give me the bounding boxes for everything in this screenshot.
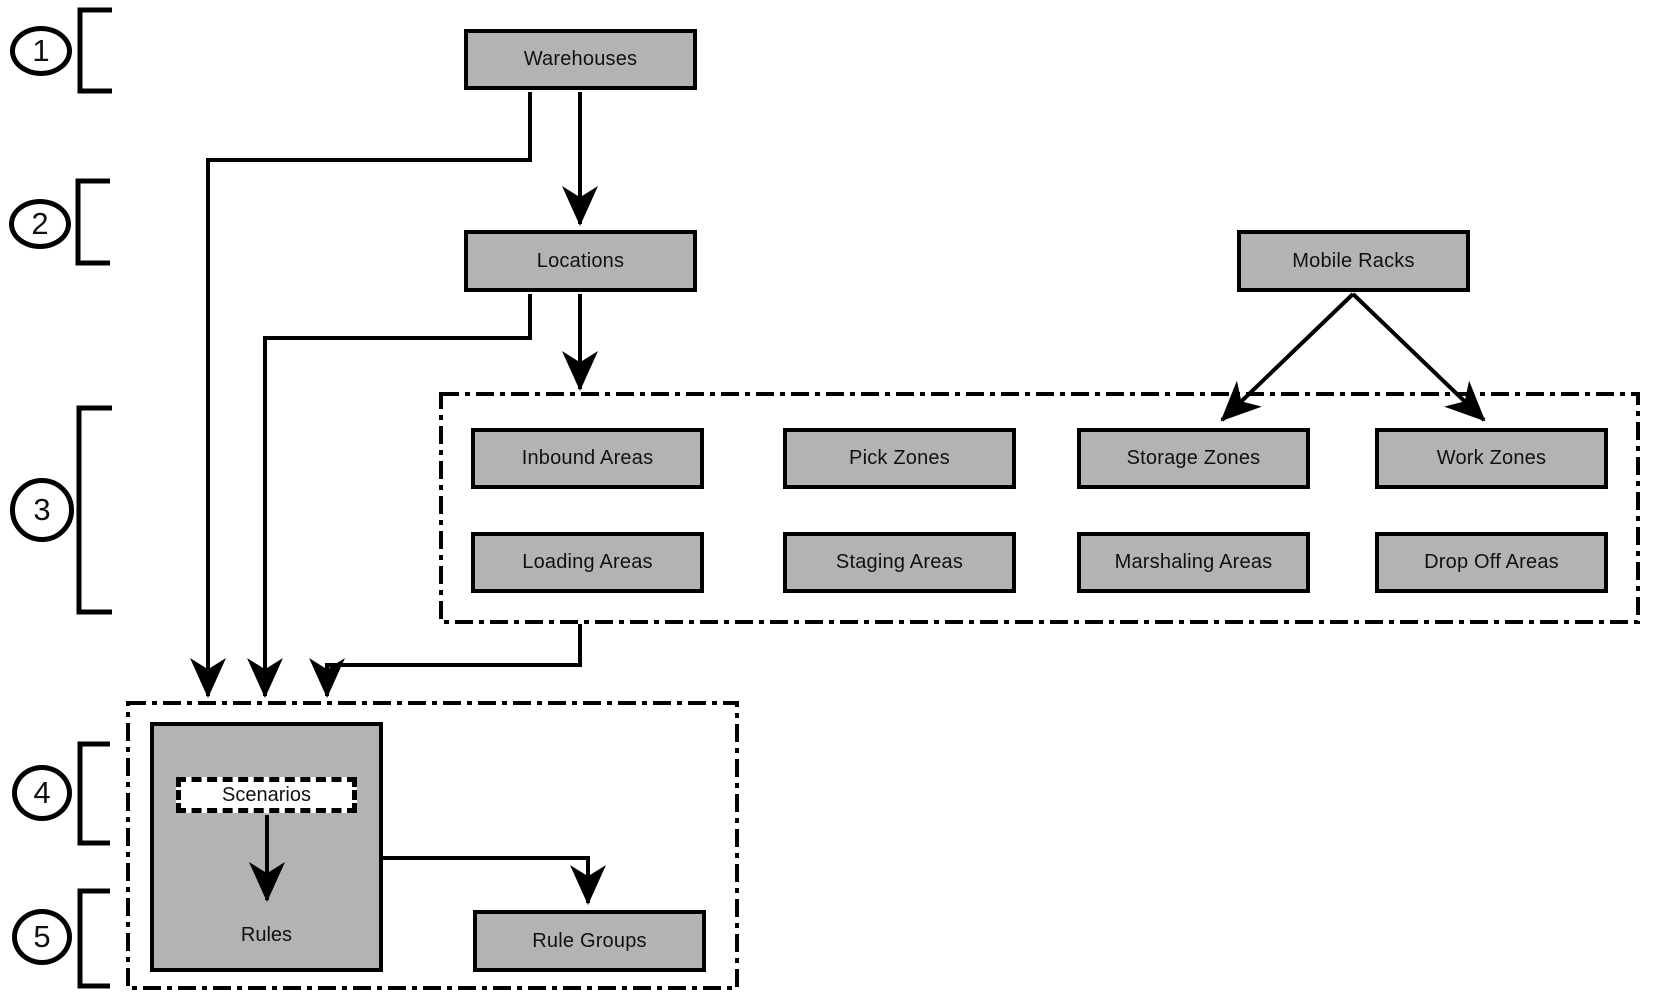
node-pick-zones: Pick Zones <box>783 428 1016 489</box>
node-rules-label: Rules <box>240 923 293 946</box>
edge-warehouses-scenarios-container <box>190 92 532 698</box>
edge-areas-container-scenarios-container <box>309 624 582 698</box>
level-2-circle: 2 <box>9 199 71 249</box>
node-storage-zones: Storage Zones <box>1077 428 1310 489</box>
node-rule-groups: Rule Groups <box>473 910 706 972</box>
scenarios-container-border <box>126 701 739 990</box>
edge-mobile-racks-work-zones <box>1351 292 1486 422</box>
level-1-bracket <box>77 7 112 94</box>
areas-container-border <box>439 392 1640 624</box>
node-locations: Locations <box>464 230 697 292</box>
level-5-bracket <box>77 888 110 989</box>
level-2-bracket <box>75 178 110 266</box>
node-staging-areas: Staging Areas <box>783 532 1016 593</box>
edge-mobile-racks-storage-zones <box>1220 292 1355 422</box>
node-drop-off-areas: Drop Off Areas <box>1375 532 1608 593</box>
level-4-circle: 4 <box>12 765 72 821</box>
node-marshaling-areas: Marshaling Areas <box>1077 532 1310 593</box>
node-work-zones: Work Zones <box>1375 428 1608 489</box>
level-4-bracket <box>77 741 110 846</box>
level-5-circle: 5 <box>12 909 72 965</box>
level-3-bracket <box>76 405 112 615</box>
level-3-circle: 3 <box>10 478 74 542</box>
edge-locations-scenarios-container <box>247 294 532 698</box>
node-mobile-racks: Mobile Racks <box>1237 230 1470 292</box>
node-scenarios: Scenarios <box>176 777 357 813</box>
node-loading-areas: Loading Areas <box>471 532 704 593</box>
node-inbound-areas: Inbound Areas <box>471 428 704 489</box>
level-1-circle: 1 <box>10 26 72 76</box>
node-warehouses: Warehouses <box>464 29 697 90</box>
